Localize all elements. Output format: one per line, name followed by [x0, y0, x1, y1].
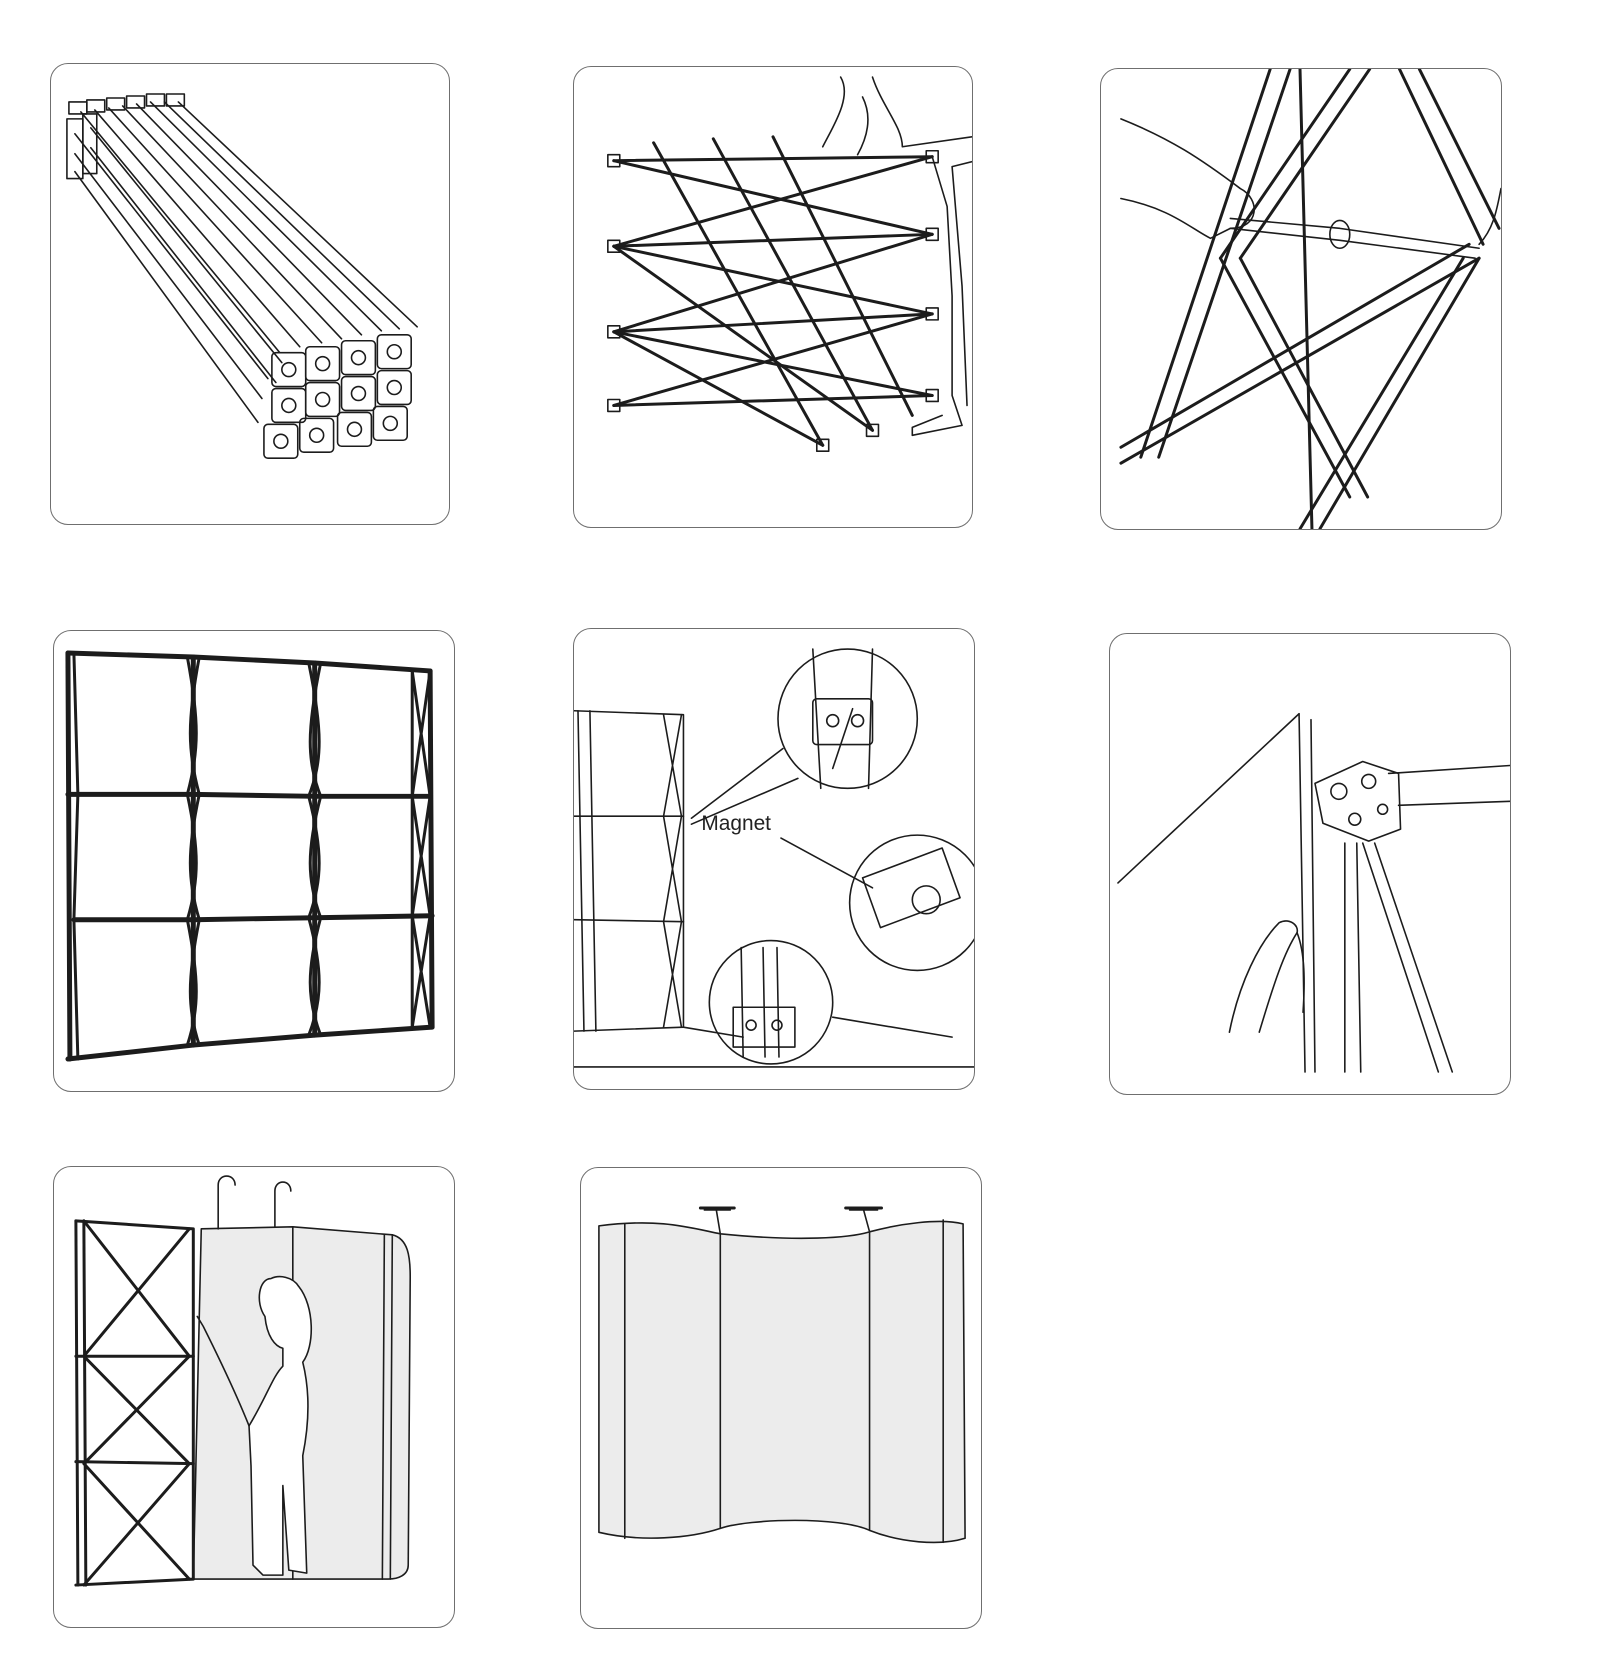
panel-expanding-frame [573, 66, 973, 528]
hang-graphics-illustration [74, 1175, 412, 1587]
finished-display-illustration [598, 1206, 966, 1544]
panel-magnet-connectors: Magnet [573, 628, 975, 1090]
expanding-frame-illustration [607, 76, 972, 453]
full-frame-illustration [65, 650, 435, 1062]
attach-panel-illustration [1117, 712, 1510, 1073]
panel-finished-display [580, 1167, 982, 1629]
panel-full-frame [53, 630, 455, 1092]
collapsed-frame-illustration [66, 93, 418, 459]
panel-hang-graphics [53, 1166, 455, 1628]
panel-locking-arm [1100, 68, 1502, 530]
locking-arm-illustration [1119, 69, 1501, 529]
panel-collapsed-frame [50, 63, 450, 525]
panel-attach-panel [1109, 633, 1511, 1095]
magnet-callout-label: Magnet [701, 812, 771, 835]
magnet-connectors-illustration: Magnet [574, 648, 974, 1068]
